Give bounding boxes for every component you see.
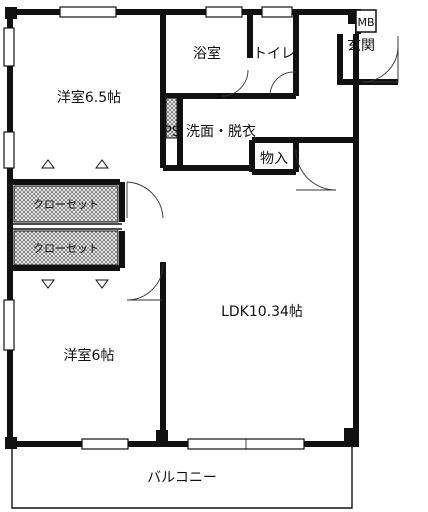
mb-label: MB: [357, 16, 374, 29]
balcony-area: [11, 444, 353, 509]
closet-upper-label: クローセット: [33, 198, 99, 211]
balcony-label: バルコニー: [147, 470, 217, 486]
interior-walls: [10, 12, 356, 444]
closet-upper: [13, 185, 119, 223]
ldk-label: LDK10.34帖: [221, 304, 303, 320]
closet-lower-label: クローセット: [33, 242, 99, 255]
closet-lower: [13, 230, 119, 266]
ps-shaft: [165, 97, 178, 139]
door-swings: [126, 36, 399, 301]
windows: [3, 6, 305, 450]
western-room-6-label: 洋室6帖: [64, 347, 115, 364]
mb-box: [355, 9, 377, 33]
storage-label: 物入: [260, 151, 288, 167]
outer-walls: [7, 9, 398, 447]
closet-doors: [41, 159, 109, 289]
entrance-label: 玄関: [347, 37, 375, 54]
toilet-label: トイレ: [253, 46, 295, 62]
washroom-label: 洗面・脱衣: [186, 124, 256, 140]
ps-label: PS: [163, 124, 180, 140]
structural-columns: [5, 7, 358, 449]
bath-label: 浴室: [193, 45, 221, 62]
western-room-6-5-label: 洋室6.5帖: [57, 89, 121, 106]
